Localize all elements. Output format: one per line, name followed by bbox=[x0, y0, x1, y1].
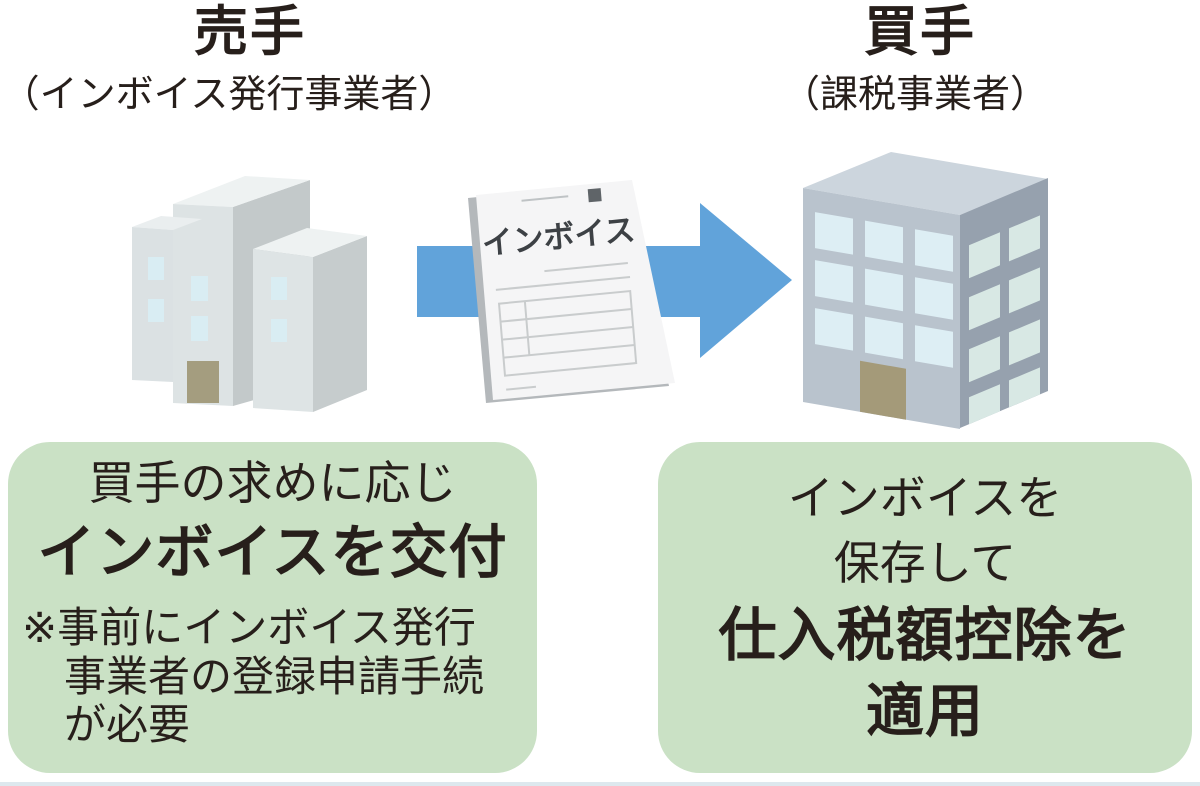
document-stamp-icon bbox=[587, 188, 602, 203]
seller-note-line1: ※事前にインボイス発行 bbox=[22, 603, 476, 653]
building-window bbox=[191, 316, 208, 341]
building-window bbox=[148, 299, 164, 322]
building-window bbox=[815, 308, 853, 351]
buyer-building-icon bbox=[803, 152, 1048, 430]
building-top-face bbox=[132, 216, 202, 230]
building-window bbox=[915, 229, 953, 272]
seller-subtitle: （インボイス発行事業者） bbox=[1, 72, 457, 116]
building-side-face bbox=[960, 178, 1048, 428]
seller-action-note: ※事前にインボイス発行 事業者の登録申請手続 が必要 bbox=[22, 604, 537, 749]
seller-action-line2: インボイスを交付 bbox=[37, 517, 508, 586]
building-side-face bbox=[313, 236, 367, 412]
building-window bbox=[969, 284, 1000, 331]
buyer-action-line1: インボイスを bbox=[787, 471, 1063, 525]
seller-title: 売手 bbox=[194, 0, 306, 63]
document-table-line bbox=[500, 308, 632, 323]
buyer-action-line2: 保存して bbox=[833, 536, 1017, 591]
document-table-line bbox=[523, 301, 531, 356]
building-window bbox=[271, 277, 287, 300]
building-window bbox=[915, 325, 953, 368]
building-door bbox=[860, 360, 906, 420]
building-door bbox=[187, 361, 219, 403]
building-window bbox=[969, 384, 1000, 425]
invoice-document-icon: インボイス bbox=[468, 180, 675, 403]
seller-building-icon bbox=[132, 176, 367, 412]
building-window bbox=[1009, 267, 1040, 314]
buyer-action-box: インボイスを 保存して 仕入税額控除を 適用 bbox=[658, 442, 1192, 773]
bottom-divider bbox=[0, 782, 1200, 786]
document-line bbox=[521, 195, 569, 202]
building-top-face bbox=[173, 176, 310, 207]
building-front-face bbox=[173, 204, 233, 406]
document-table-line bbox=[501, 326, 634, 341]
building-window bbox=[815, 212, 853, 255]
buyer-title: 買手 bbox=[864, 0, 976, 63]
building-window bbox=[271, 319, 287, 342]
buyer-action-line4: 適用 bbox=[865, 677, 984, 746]
document-line bbox=[495, 275, 631, 291]
seller-note-line2: 事業者の登録申請手続 bbox=[64, 651, 485, 701]
building-window bbox=[969, 232, 1000, 279]
document-line bbox=[506, 385, 537, 391]
document-page bbox=[476, 180, 675, 400]
building-window bbox=[865, 220, 903, 264]
building-window bbox=[1009, 215, 1040, 262]
building-window bbox=[815, 260, 853, 303]
seller-action-box: 買手の求めに応じ インボイスを交付 ※事前にインボイス発行 事業者の登録申請手続… bbox=[8, 442, 537, 773]
building-front-face bbox=[803, 188, 960, 430]
building-window bbox=[865, 316, 903, 360]
buyer-action-line3: 仕入税額控除を bbox=[718, 600, 1132, 669]
seller-note-line3: が必要 bbox=[64, 699, 191, 749]
buyer-subtitle: （課税事業者） bbox=[781, 72, 1048, 116]
building-window bbox=[969, 336, 1000, 383]
seller-action-line1: 買手の求めに応じ bbox=[88, 456, 457, 510]
building-window bbox=[1009, 367, 1040, 408]
building-window bbox=[1009, 319, 1040, 366]
document-table-line bbox=[503, 344, 635, 359]
building-window bbox=[865, 268, 903, 312]
building-window bbox=[148, 257, 164, 280]
building-top-face bbox=[253, 228, 367, 257]
building-window bbox=[915, 277, 953, 320]
document-line bbox=[544, 262, 628, 273]
building-window bbox=[191, 276, 208, 301]
building-top-face bbox=[803, 152, 1048, 215]
